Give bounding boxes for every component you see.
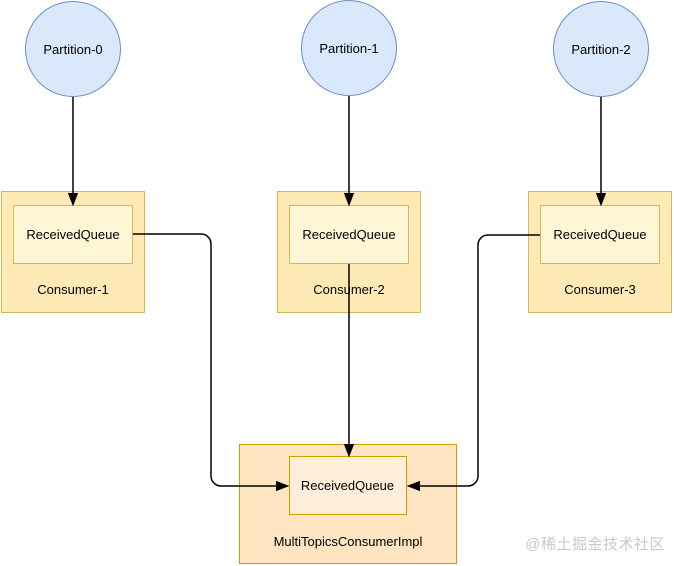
partition-1-node: Partition-1	[301, 0, 397, 96]
arrow-partition-1-to-consumer-2-queue	[343, 96, 355, 207]
arrow-partition-0-to-consumer-1-queue	[67, 97, 79, 207]
consumer-3-label: Consumer-3	[564, 282, 636, 297]
partition-0-label: Partition-0	[43, 41, 103, 57]
multi-received-queue-box: ReceivedQueue	[288, 455, 407, 515]
multi-topics-consumer-box: ReceivedQueue MultiTopicsConsumerImpl	[239, 444, 457, 564]
consumer-2-received-queue-box: ReceivedQueue	[289, 205, 409, 264]
consumer-1-label: Consumer-1	[37, 282, 109, 297]
partition-1-label: Partition-1	[319, 40, 379, 56]
watermark-text: @稀土掘金技术社区	[525, 536, 665, 553]
consumer-3-received-queue-box: ReceivedQueue	[540, 205, 660, 264]
consumer-2-label: Consumer-2	[313, 282, 385, 297]
partition-0-node: Partition-0	[25, 1, 121, 97]
multi-topics-consumer-label: MultiTopicsConsumerImpl	[273, 534, 423, 549]
multi-received-queue-label: ReceivedQueue	[300, 477, 395, 493]
consumer-1-received-queue-label: ReceivedQueue	[26, 227, 120, 242]
consumer-2-box: ReceivedQueue Consumer-2	[277, 191, 421, 313]
consumer-3-box: ReceivedQueue Consumer-3	[528, 191, 672, 313]
consumer-1-box: ReceivedQueue Consumer-1	[1, 191, 145, 313]
partition-2-label: Partition-2	[571, 41, 631, 57]
consumer-2-received-queue-label: ReceivedQueue	[302, 227, 396, 242]
consumer-3-received-queue-label: ReceivedQueue	[553, 227, 647, 242]
arrow-partition-2-to-consumer-3-queue	[595, 97, 607, 207]
partition-2-node: Partition-2	[553, 1, 649, 97]
consumer-1-received-queue-box: ReceivedQueue	[13, 205, 133, 264]
